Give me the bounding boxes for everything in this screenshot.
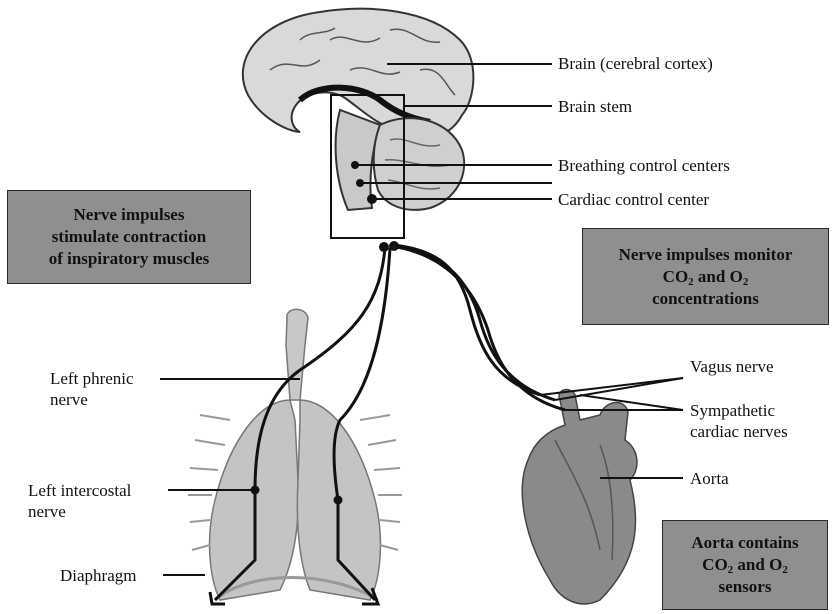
box-aorta-gases: CO2 and O2	[702, 554, 788, 576]
lungs-illustration	[188, 309, 402, 600]
label-diaphragm: Diaphragm	[60, 565, 136, 586]
label-sympathetic: Sympathetic cardiac nerves	[690, 400, 788, 442]
box-inspiratory: Nerve impulses stimulate contraction of …	[7, 190, 251, 284]
label-vagus: Vagus nerve	[690, 356, 774, 377]
label-breathing-centers: Breathing control centers	[558, 155, 730, 176]
box-aorta: Aorta contains CO2 and O2 sensors	[662, 520, 828, 610]
box-monitor: Nerve impulses monitor CO2 and O2 concen…	[582, 228, 829, 325]
label-brain-stem: Brain stem	[558, 96, 632, 117]
label-left-phrenic: Left phrenic nerve	[50, 368, 134, 410]
label-brain-cortex: Brain (cerebral cortex)	[558, 53, 713, 74]
heart-illustration	[522, 390, 637, 604]
box-monitor-gases: CO2 and O2	[663, 266, 749, 288]
label-left-intercostal: Left intercostal nerve	[28, 480, 131, 522]
label-cardiac-center: Cardiac control center	[558, 189, 709, 210]
label-aorta: Aorta	[690, 468, 729, 489]
